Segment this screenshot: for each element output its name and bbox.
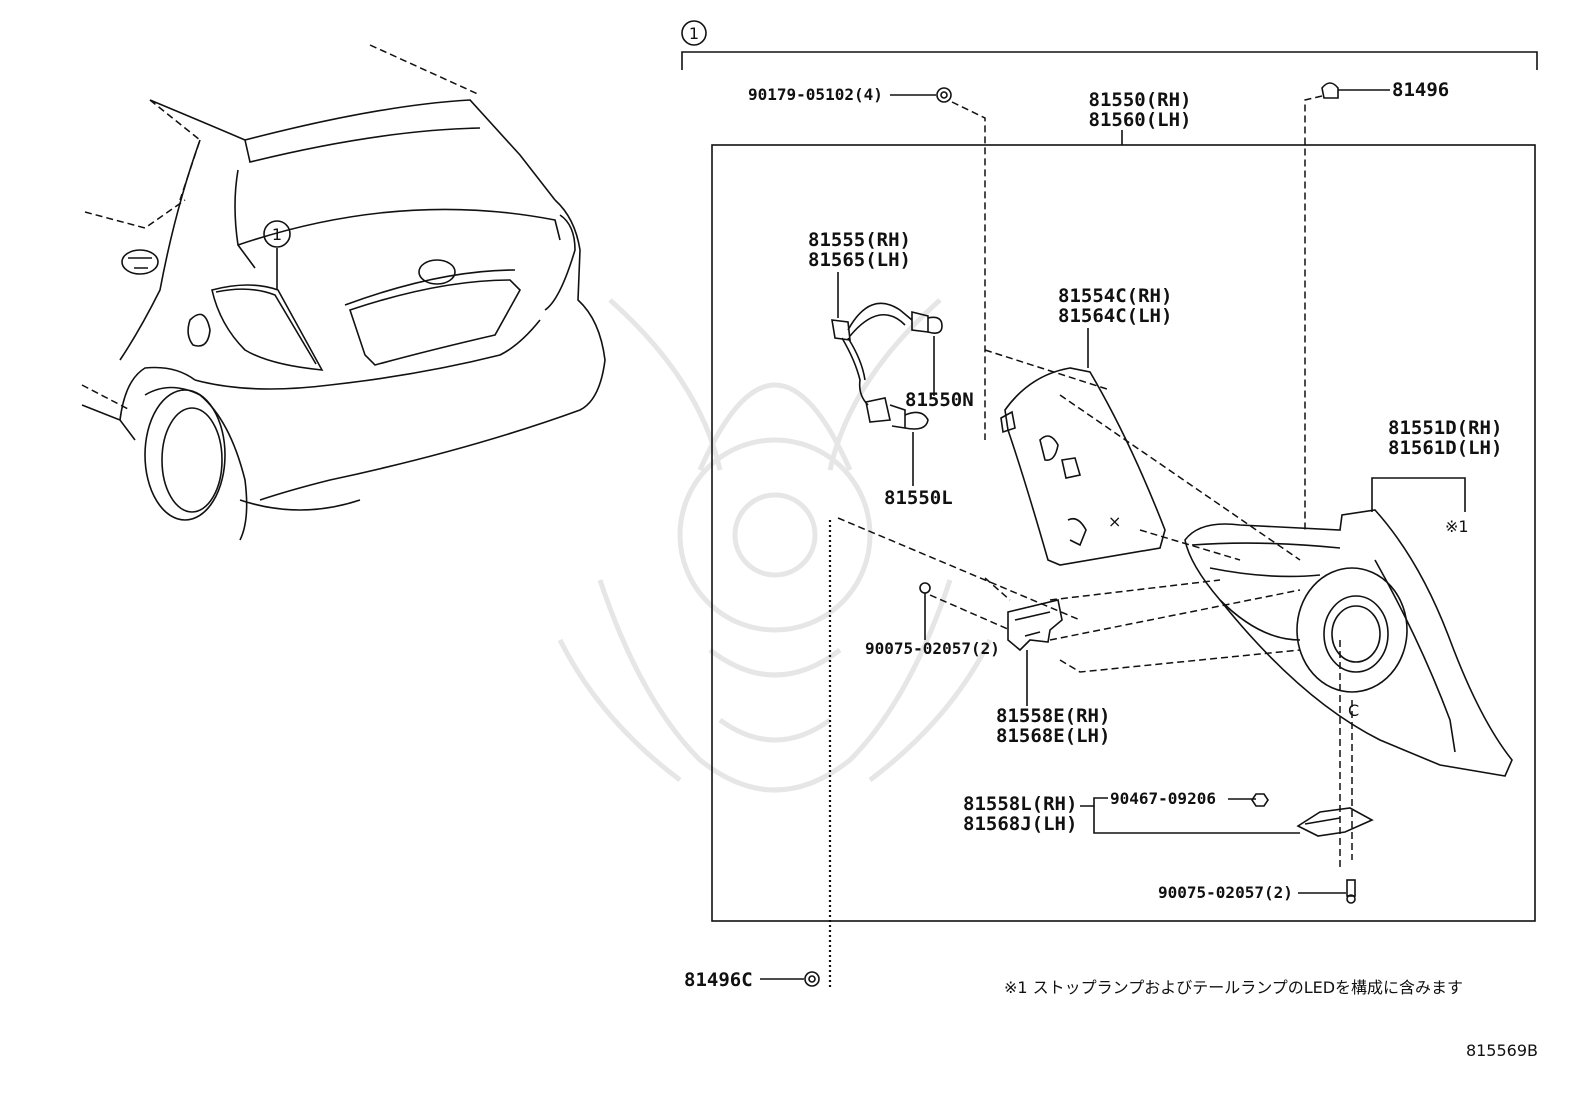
label-screw-bottom: 90075-02057(2) [1158, 883, 1293, 902]
label-lamp-assy-lh: 81560(LH) [1089, 109, 1192, 131]
label-screw-top: 90179-05102(4) [748, 85, 883, 104]
label-bracket-e-rh: 81558E(RH) [996, 705, 1110, 727]
label-housing-cover-rh: 81554C(RH) [1058, 285, 1172, 307]
label-clip-bottom-left: 81496C [684, 969, 753, 991]
assembly-frame [711, 144, 1536, 922]
screw-bottom-part: 90075-02057(2) [1158, 879, 1356, 904]
watermark-emblem [557, 298, 993, 793]
bracket-l-part: 81558L(RH) 81568J(LH) 90467-09206 [963, 640, 1374, 870]
clip-top-right-part: 81496 [1304, 79, 1449, 530]
group-marker: 1 [689, 24, 699, 43]
parts-group-bracket: 1 [681, 20, 1538, 70]
label-lens-body-rh: 81551D(RH) [1388, 417, 1502, 439]
clip-bottom-left-part: 81496C [684, 969, 820, 991]
footnote: ※1 ストップランプおよびテールランプのLEDを構成に含みます [1004, 978, 1463, 997]
label-socket-wire-rh: 81555(RH) [808, 229, 911, 251]
lens-clip-mark: C [1348, 701, 1359, 720]
screw-mid-part: 90075-02057(2) [865, 582, 1011, 658]
label-housing-cover-lh: 81564C(LH) [1058, 305, 1172, 327]
label-screw-mid: 90075-02057(2) [865, 639, 1000, 658]
socket-wire-part: 81555(RH) 81565(LH) [808, 229, 943, 430]
label-bracket-j-lh: 81568J(LH) [963, 813, 1077, 835]
label-clip-top-right: 81496 [1392, 79, 1449, 101]
lens-body-part: 81551D(RH) 81561D(LH) ※1 C [1059, 394, 1513, 777]
housing-cross-mark: × [1108, 512, 1121, 531]
label-bracket-l-rh: 81558L(RH) [963, 793, 1077, 815]
label-bulb-l: 81550L [884, 487, 953, 509]
bracket-e-part: 81558E(RH) 81568E(LH) [837, 517, 1301, 747]
label-socket-wire-lh: 81565(LH) [808, 249, 911, 271]
label-lens-body-lh: 81561D(LH) [1388, 437, 1502, 459]
screw-top-part: 90179-05102(4) [748, 85, 986, 440]
housing-cover-part: 81554C(RH) 81564C(LH) × [984, 285, 1172, 566]
diagram-code: 815569B [1466, 1041, 1538, 1060]
label-nut: 90467-09206 [1110, 789, 1216, 808]
label-lamp-assy-rh: 81550(RH) [1089, 89, 1192, 111]
car-callout-number: 1 [272, 225, 282, 244]
vehicle-rear-illustration: 1 [81, 44, 606, 541]
label-bracket-e-lh: 81568E(LH) [996, 725, 1110, 747]
label-bulb-n: 81550N [905, 389, 974, 411]
label-lens-note-ref: ※1 [1445, 517, 1469, 536]
